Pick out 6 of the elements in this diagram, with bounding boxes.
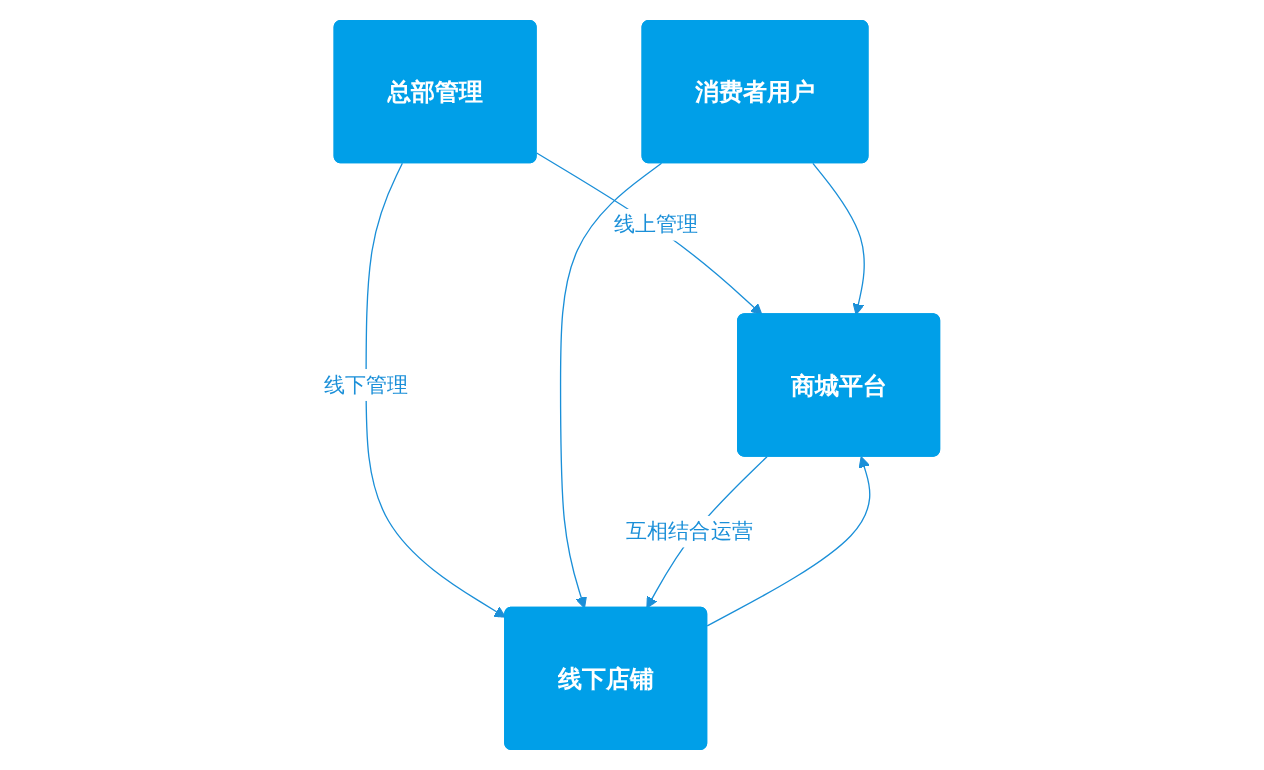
arrow xyxy=(560,162,663,609)
arrow xyxy=(365,162,507,618)
arrow xyxy=(707,456,871,627)
edge-label: 互相结合运营 xyxy=(626,518,754,544)
edge-label: 线下管理 xyxy=(324,371,409,397)
edge-label: 线上管理 xyxy=(614,211,699,237)
